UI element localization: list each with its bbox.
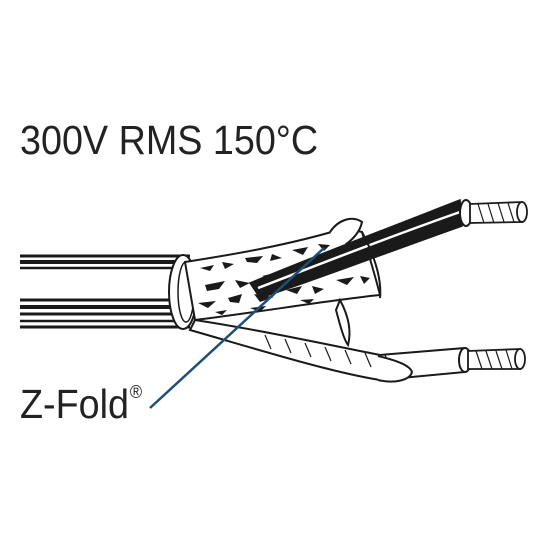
voltage-temperature-rating: 300V RMS 150°C bbox=[20, 117, 319, 163]
upper-conductor bbox=[248, 198, 528, 299]
lower-conductor bbox=[188, 318, 526, 383]
z-fold-leader-line bbox=[149, 247, 325, 409]
z-fold-callout-label: Z-Fold® bbox=[20, 383, 142, 425]
registered-trademark-mark: ® bbox=[129, 382, 143, 402]
z-fold-label-text: Z-Fold bbox=[20, 381, 129, 427]
outer-jacket bbox=[20, 249, 198, 335]
foil-fold-edges bbox=[329, 217, 382, 348]
